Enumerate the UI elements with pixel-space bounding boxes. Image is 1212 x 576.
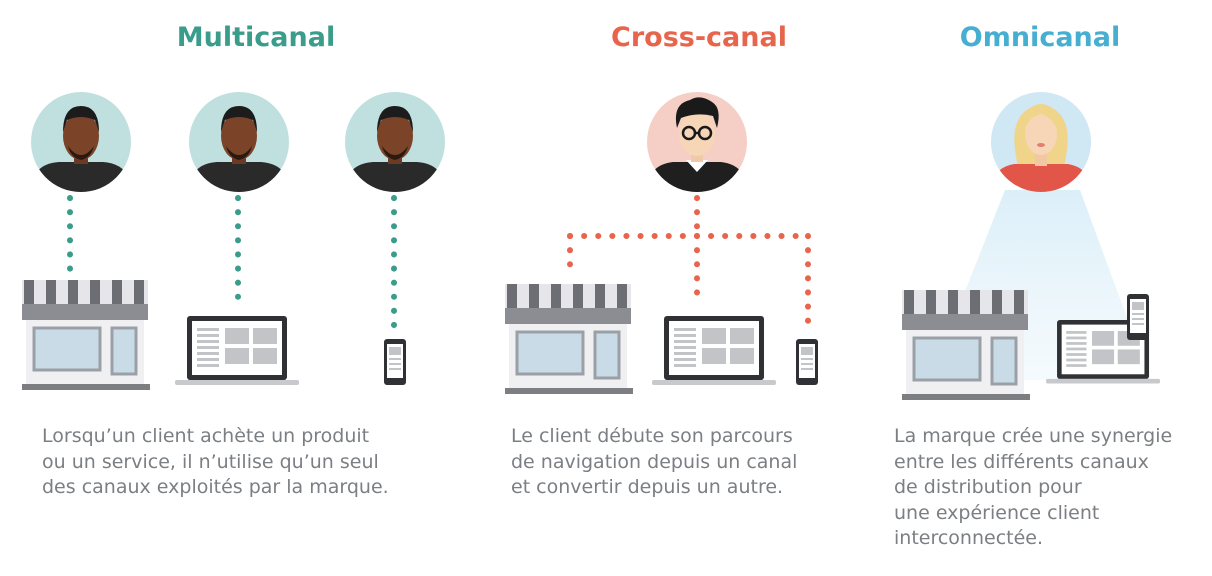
multicanal-connector-lines — [67, 195, 397, 333]
omnicanal-description: La marque crée une synergie entre les di… — [894, 424, 1172, 552]
smartphone-icon — [796, 339, 818, 385]
avatar-customer-female — [991, 92, 1091, 192]
description-line: des canaux exploités par la marque. — [42, 476, 389, 498]
storefront-icon — [900, 288, 1032, 402]
description-line: interconnectée. — [894, 527, 1044, 549]
description-line: de navigation depuis un canal — [511, 450, 798, 473]
description-line: de distribution pour — [894, 476, 1082, 498]
cross-canal-title: Cross-canal — [611, 22, 787, 53]
description-line: entre les différents canaux — [894, 450, 1149, 473]
multicanal-description: Lorsqu’un client achète un produit ou un… — [42, 424, 389, 501]
avatar-customer-2 — [189, 92, 289, 192]
description-line: Lorsqu’un client achète un produit — [42, 425, 370, 447]
description-line: Le client débute son parcours — [511, 425, 793, 447]
cross-canal-connector-lines — [567, 195, 811, 333]
laptop-icon — [175, 316, 299, 385]
smartphone-icon — [1127, 294, 1149, 340]
description-line: une expérience client — [894, 501, 1100, 524]
cross-canal-description: Le client débute son parcours de navigat… — [511, 424, 797, 501]
storefront-icon — [20, 278, 152, 392]
description-line: La marque crée une synergie — [894, 425, 1173, 447]
multicanal-title: Multicanal — [176, 22, 336, 53]
avatar-customer-glasses — [647, 92, 747, 192]
avatar-customer-1 — [31, 92, 131, 192]
avatar-customer-3 — [345, 92, 445, 192]
laptop-icon — [652, 316, 776, 385]
description-line: et convertir depuis un autre. — [511, 476, 784, 498]
storefront-icon — [503, 282, 635, 396]
omnicanal-title: Omnicanal — [959, 22, 1121, 53]
smartphone-icon — [384, 339, 406, 385]
description-line: ou un service, il n’utilise qu’un seul — [42, 450, 379, 473]
